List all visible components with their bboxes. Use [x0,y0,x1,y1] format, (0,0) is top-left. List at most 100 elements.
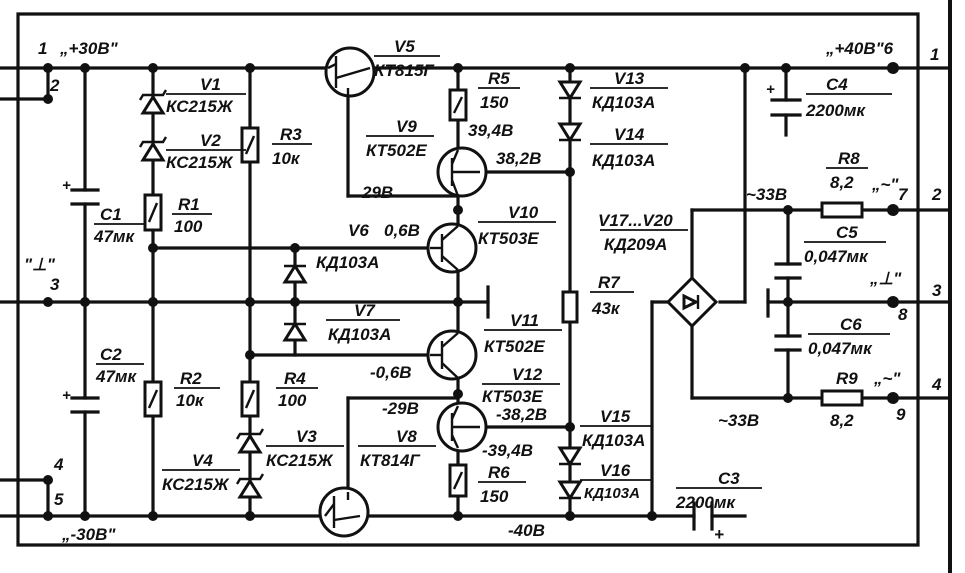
voltage-v9-collector: 38,2В [496,149,541,168]
diode-v6 [282,263,308,284]
bridge-type: КД209А [604,235,667,254]
v14-ref: V14 [614,125,645,144]
c5-ref: C5 [836,223,858,242]
zener-v1 [138,89,168,115]
right-terminal-2: 2 [931,185,942,204]
r5-value: 150 [480,93,509,112]
c6-ref: C6 [840,315,862,334]
wires [0,66,952,518]
voltage-v11-base: -0,6В [370,363,412,382]
v15-ref: V15 [600,407,631,426]
capacitor-c2: + [62,387,100,414]
c6-value: 0,047мк [808,339,873,358]
resistor-r3 [240,126,260,164]
junction-dots [43,62,899,521]
resistor-r1 [143,193,163,232]
voltage-labels: 29В 0,6В 39,4В 38,2В -0,6В -29В -38,2В -… [361,121,787,540]
voltage-v12-base: -29В [382,399,419,418]
resistor-r6 [448,463,468,498]
c3-ref: C3 [718,469,740,488]
r1-ref: R1 [178,195,200,214]
diode-v13 [557,80,583,101]
v5-type: КТ815Г [374,61,435,80]
resistor-r5 [448,88,468,122]
voltage-v12-collector: -38,2В [496,405,547,424]
v4-type: КС215Ж [162,475,230,494]
zener-v4 [235,473,265,499]
resistor-r8 [820,201,864,219]
r9-ref: R9 [836,369,858,388]
capacitor-c5 [774,262,802,280]
r2-value: 10к [176,391,205,410]
terminal-2-number: 2 [49,76,60,95]
terminal-5-label: „-30В" [61,525,116,544]
c1-value: 47мк [93,227,135,246]
v4-ref: V4 [192,451,213,470]
v7-ref: V7 [354,301,376,320]
v10-ref: V10 [508,203,539,222]
voltage-v9-emitter: 39,4В [468,121,513,140]
voltage-v9-base: 29В [361,183,393,202]
bridge-rectifier [665,275,719,329]
c3-plus: + [714,525,724,544]
ground-label-right: „⊥" [869,269,902,288]
r8-ref: R8 [838,149,860,168]
transistor-v8 [318,486,370,538]
terminal-1-label: „+30В" [59,39,119,58]
r4-ref: R4 [284,369,306,388]
resistor-r2 [143,380,163,418]
v6-ref: V6 [348,221,369,240]
c4-plus: + [766,81,775,98]
diode-v14 [557,122,583,143]
r2-ref: R2 [180,369,202,388]
tilde-bottom-label: „~" [873,369,901,388]
v1-ref: V1 [200,75,221,94]
voltage-ac-bottom: ~33В [718,411,759,430]
transistor-v12 [436,401,488,453]
r8-value: 8,2 [830,173,854,192]
r6-ref: R6 [488,463,510,482]
terminal-4-number: 4 [53,455,64,474]
tilde-top-label: „~" [871,175,899,194]
c2-ref: C2 [100,345,122,364]
output-plus-label: „+40В"6 [825,39,894,58]
v11-ref: V11 [510,311,539,330]
voltage-v10-base: 0,6В [384,221,420,240]
c5-value: 0,047мк [804,247,869,266]
r1-value: 100 [174,217,203,236]
resistor-r7 [561,290,579,324]
v11-type: КТ502Е [484,337,545,356]
right-terminal-3: 3 [932,281,942,300]
v8-type: КТ814Г [360,451,421,470]
r6-value: 150 [480,487,509,506]
diode-v7 [282,321,308,342]
ground-label-left: "⊥" [24,255,56,274]
v13-ref: V13 [614,69,645,88]
r4-value: 100 [278,391,307,410]
c2-plus: + [62,387,71,404]
r5-ref: R5 [488,69,510,88]
transistor-v10 [426,222,478,274]
r9-value: 8,2 [830,411,854,430]
terminal-1-number: 1 [38,39,47,58]
v6-type: КД103А [316,253,379,272]
v8-ref: V8 [396,427,417,446]
diode-v15 [557,446,583,467]
component-labels: V1 КС215Ж V2 КС215Ж R1 100 C1 47мк C2 47… [93,37,892,512]
v9-ref: V9 [396,117,417,136]
r3-value: 10к [272,149,301,168]
v7-type: КД103А [328,325,391,344]
board-outline [16,0,952,573]
v10-type: КТ503Е [478,229,539,248]
v13-type: КД103А [592,93,655,112]
bridge-ref: V17...V20 [598,211,673,230]
voltage-ac-top: ~33В [746,185,787,204]
v2-ref: V2 [200,131,221,150]
voltage-v12-emitter: -39,4В [482,441,533,460]
resistor-r9 [820,389,864,407]
c1-plus: + [62,177,71,194]
capacitor-c4: + [766,81,802,117]
v9-type: КТ502Е [366,141,427,160]
v1-type: КС215Ж [166,97,234,116]
